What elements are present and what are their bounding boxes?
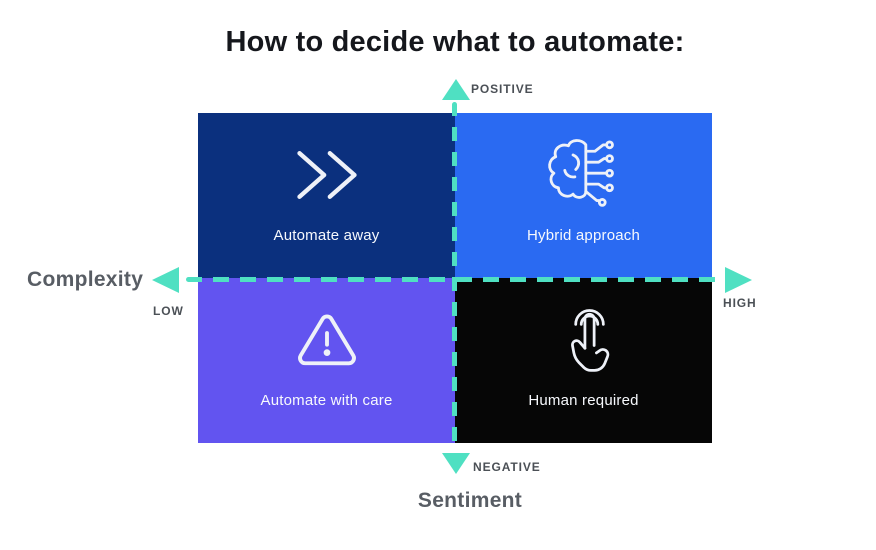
vertical-axis-dashed-line [452, 102, 457, 452]
quadrant-label: Human required [528, 392, 639, 409]
axis-label-negative: NEGATIVE [473, 460, 541, 474]
quadrant-automate-away: Automate away [198, 113, 455, 278]
quadrant-matrix: Automate away Hybrid approach A [198, 113, 712, 443]
quadrant-human-required: Human required [455, 278, 712, 443]
arrow-up-icon [442, 79, 470, 100]
hand-tap-icon [554, 302, 614, 378]
arrow-left-icon [152, 267, 179, 293]
axis-title-sentiment: Sentiment [417, 489, 523, 512]
quadrant-label: Automate with care [260, 392, 393, 409]
axis-label-low: LOW [153, 304, 184, 318]
quadrant-label: Automate away [273, 227, 380, 244]
quadrant-hybrid-approach: Hybrid approach [455, 113, 712, 278]
warning-triangle-icon [294, 302, 360, 378]
axis-label-positive: POSITIVE [471, 82, 534, 96]
arrow-right-icon [725, 267, 752, 293]
axis-title-complexity: Complexity [27, 268, 144, 291]
axis-label-high: HIGH [723, 296, 757, 310]
page-title: How to decide what to automate: [225, 26, 685, 58]
arrow-down-icon [442, 453, 470, 474]
quadrant-label: Hybrid approach [526, 227, 641, 244]
fast-forward-icon [291, 137, 363, 213]
brain-circuit-icon [542, 137, 626, 213]
quadrant-automate-with-care: Automate with care [198, 278, 455, 443]
